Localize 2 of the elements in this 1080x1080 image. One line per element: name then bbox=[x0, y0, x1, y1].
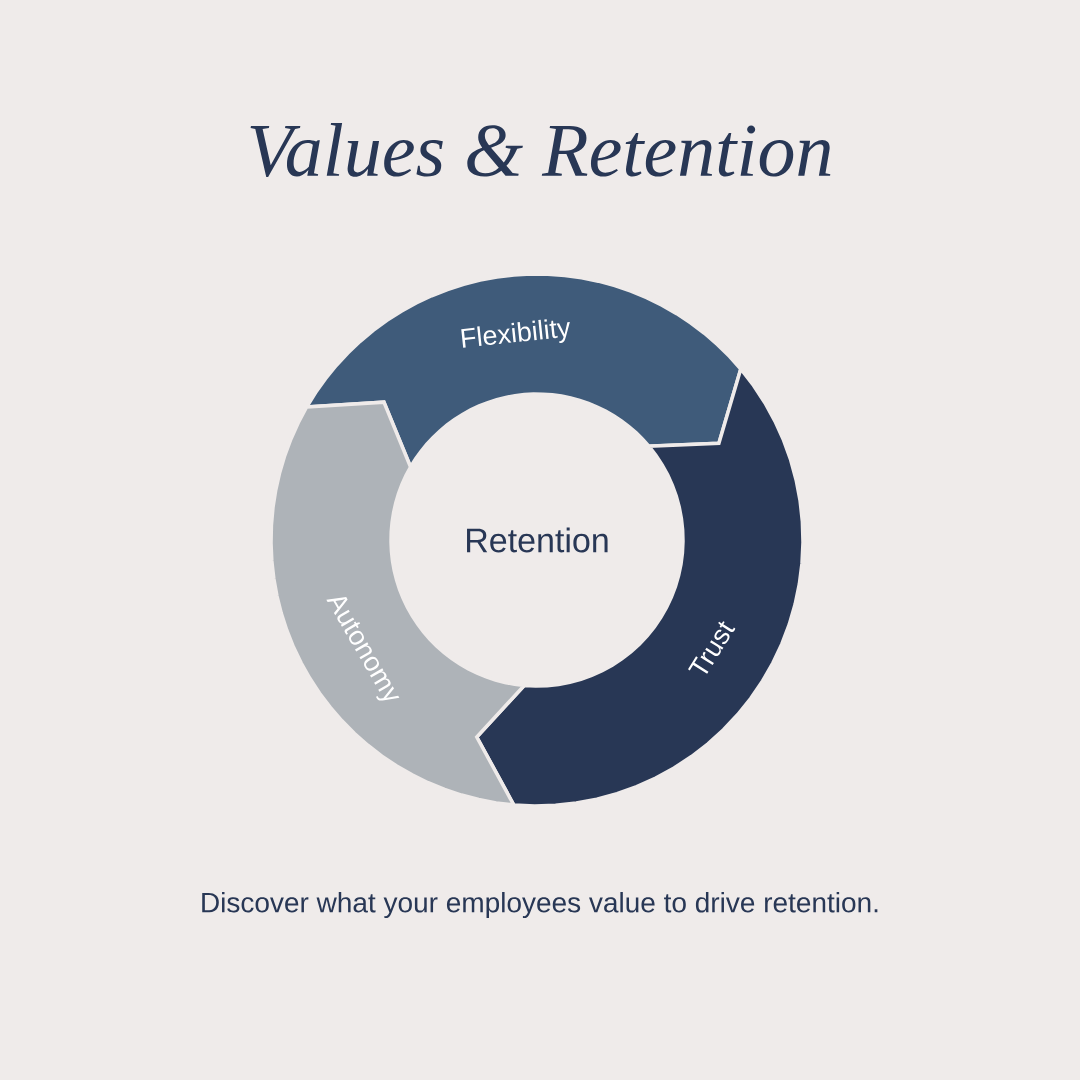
title: Values & Retention bbox=[250, 123, 831, 177]
caption: Discover what your employees value to drive retention. bbox=[202, 891, 878, 919]
